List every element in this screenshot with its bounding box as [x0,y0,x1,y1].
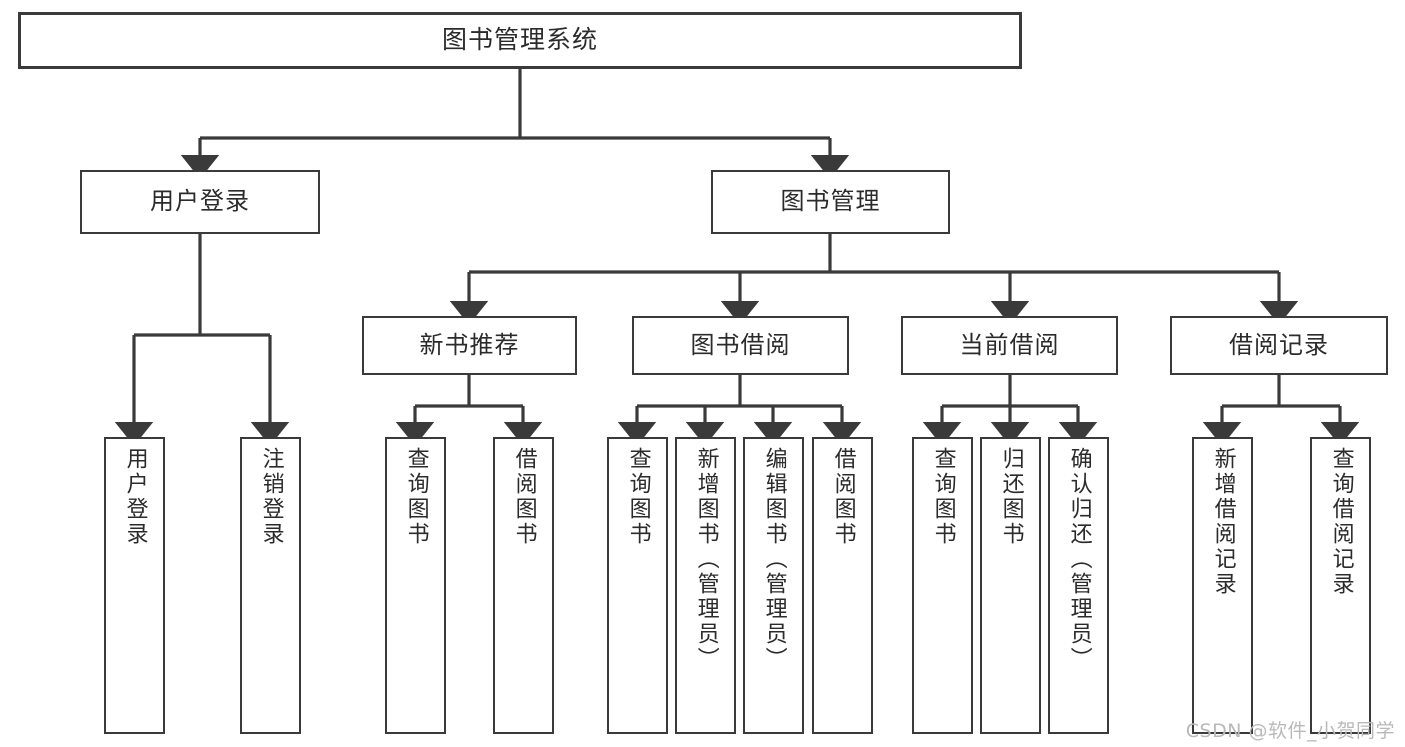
node-user-login-label: 用户登录 [150,187,250,216]
csdn-watermark: CSDN @软件_小贺同学 [1185,720,1395,742]
leaf-query-book-1-label: 查询图书 [403,447,429,547]
node-book-borrow-label: 图书借阅 [690,330,791,359]
leaf-return-book[interactable]: 归还图书 [980,437,1041,734]
node-new-book-recommend[interactable]: 新书推荐 [362,316,577,375]
node-book-management[interactable]: 图书管理 [711,170,950,234]
leaf-query-record-label: 查询借阅记录 [1328,447,1354,597]
leaf-logout-login-label: 注销登录 [258,447,284,547]
leaf-edit-book-label: 编辑图书（管理员） [761,447,787,672]
leaf-borrow-book-2[interactable]: 借阅图书 [812,437,873,734]
leaf-borrow-book-1[interactable]: 借阅图书 [493,437,554,734]
leaf-add-book-label: 新增图书（管理员） [693,447,719,672]
leaf-query-book-3-label: 查询图书 [930,447,956,547]
leaf-query-book-3[interactable]: 查询图书 [912,437,973,734]
node-book-management-label: 图书管理 [780,187,881,216]
node-current-borrow-label: 当前借阅 [959,330,1060,359]
node-new-book-recommend-label: 新书推荐 [419,330,520,359]
leaf-user-login-label: 用户登录 [122,447,148,547]
leaf-borrow-book-1-label: 借阅图书 [511,447,537,547]
leaf-borrow-book-2-label: 借阅图书 [830,447,856,547]
leaf-query-record[interactable]: 查询借阅记录 [1310,437,1371,734]
leaf-confirm-return[interactable]: 确认归还（管理员） [1048,437,1109,734]
leaf-query-book-2[interactable]: 查询图书 [607,437,668,734]
node-user-login[interactable]: 用户登录 [80,170,320,234]
leaf-query-book-1[interactable]: 查询图书 [385,437,446,734]
node-book-borrow[interactable]: 图书借阅 [632,316,849,375]
leaf-add-record-label: 新增借阅记录 [1210,447,1236,597]
leaf-add-record[interactable]: 新增借阅记录 [1192,437,1253,734]
leaf-user-login[interactable]: 用户登录 [104,437,165,734]
node-root-book-management-system[interactable]: 图书管理系统 [18,12,1022,69]
leaf-return-book-label: 归还图书 [998,447,1024,547]
leaf-logout-login[interactable]: 注销登录 [240,437,301,734]
leaf-confirm-return-label: 确认归还（管理员） [1066,447,1092,672]
node-root-label: 图书管理系统 [441,25,598,55]
leaf-edit-book[interactable]: 编辑图书（管理员） [743,437,804,734]
node-borrow-record-label: 借阅记录 [1229,330,1329,359]
leaf-add-book[interactable]: 新增图书（管理员） [675,437,736,734]
node-current-borrow[interactable]: 当前借阅 [901,316,1118,375]
node-borrow-record[interactable]: 借阅记录 [1170,316,1388,375]
leaf-query-book-2-label: 查询图书 [625,447,651,547]
